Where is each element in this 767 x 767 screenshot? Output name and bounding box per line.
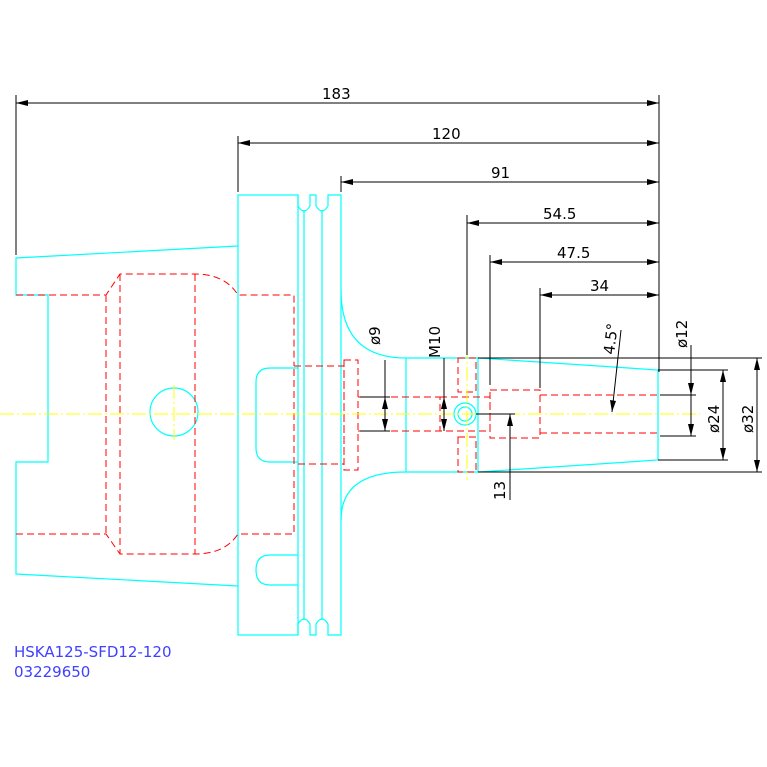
dim-clamp-dia: ø12	[673, 320, 691, 348]
dim-120: 120	[432, 125, 461, 143]
dim-183: 183	[322, 85, 351, 103]
model-number: HSKA125-SFD12-120	[14, 643, 172, 661]
dim-bore-dia: ø9	[366, 326, 384, 345]
centerlines	[0, 345, 700, 480]
dim-screw-offset: 13	[491, 481, 509, 500]
dim-47-5: 47.5	[557, 244, 590, 262]
dim-nose-small: ø24	[705, 405, 723, 433]
dim-91: 91	[491, 164, 510, 182]
dim-34: 34	[590, 277, 609, 295]
dimension-labels: 183 120 91 54.5 47.5 34 4.5° ø9 M10 ø12 …	[322, 85, 757, 500]
dimension-lines	[15, 95, 762, 500]
part-outline	[15, 194, 659, 636]
order-number: 03229650	[14, 663, 91, 681]
title-block: HSKA125-SFD12-120 03229650	[14, 642, 172, 682]
dim-nose-large: ø32	[739, 405, 757, 433]
dim-54-5: 54.5	[543, 205, 576, 223]
dimension-arrows	[16, 100, 760, 472]
dim-taper-angle: 4.5°	[600, 322, 622, 355]
dim-thread: M10	[426, 326, 444, 358]
